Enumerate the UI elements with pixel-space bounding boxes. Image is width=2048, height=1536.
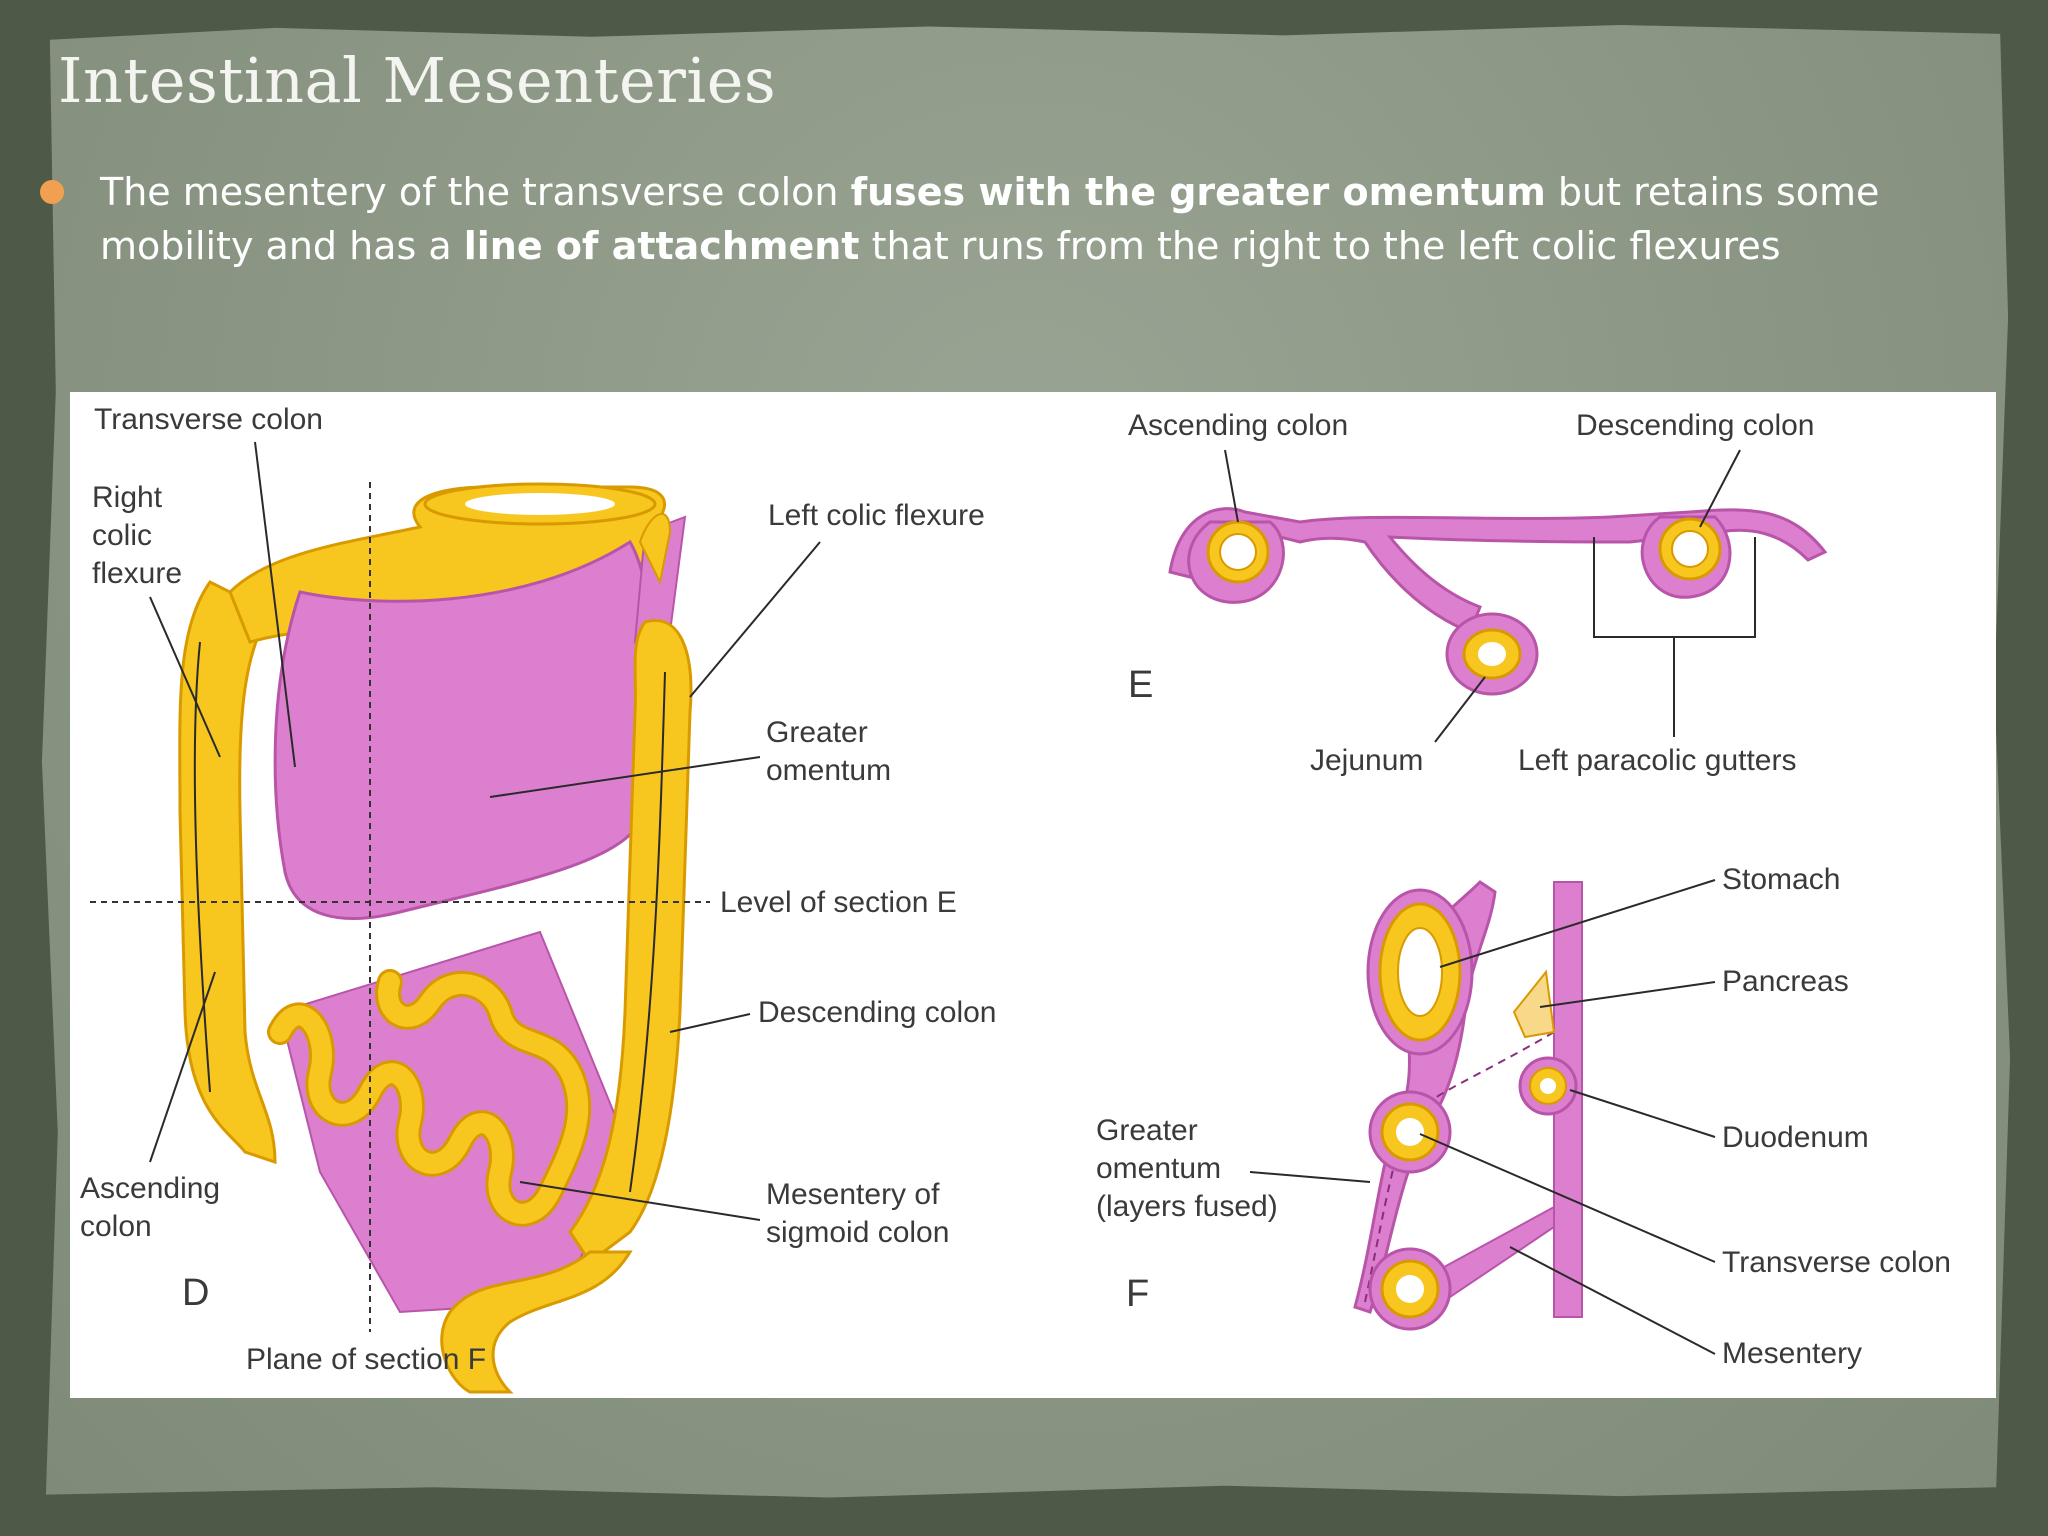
panel-e: Ascending colon Descending colon E Jejun… bbox=[1128, 409, 1828, 777]
leader-greater-omentum bbox=[489, 756, 761, 798]
bullet-text-bold1: fuses with the greater omentum bbox=[850, 170, 1546, 214]
panel-d-letter: D bbox=[182, 1272, 209, 1314]
leader-ascending-colon-e bbox=[1224, 449, 1239, 523]
label-greater-omentum-2: omentum bbox=[766, 754, 891, 787]
leader-descending-colon-e bbox=[1699, 449, 1741, 528]
panel-f-duodenum-lumen bbox=[1540, 1078, 1556, 1094]
label-mesentery: Mesentery bbox=[1722, 1337, 1862, 1370]
panel-f-small-intestine-lumen bbox=[1396, 1275, 1424, 1303]
left-colic-flexure-colon bbox=[638, 512, 672, 586]
small-intestine-coils-fill bbox=[270, 972, 589, 1224]
label-ascending-colon-2: colon bbox=[80, 1210, 152, 1243]
label-greater-omentum-1: Greater bbox=[766, 716, 868, 749]
leader-left-colic bbox=[689, 541, 821, 698]
label-duodenum: Duodenum bbox=[1722, 1121, 1869, 1154]
omentum-fused-layer-line bbox=[1364, 1031, 1555, 1303]
label-stomach: Stomach bbox=[1722, 863, 1840, 896]
label-right-colic-3: flexure bbox=[92, 557, 182, 590]
label-pancreas: Pancreas bbox=[1722, 965, 1849, 998]
label-jejunum: Jejunum bbox=[1310, 744, 1423, 777]
leader-stomach bbox=[1439, 879, 1716, 968]
label-ascending-colon-e: Ascending colon bbox=[1128, 409, 1348, 442]
label-right-colic-1: Right bbox=[92, 481, 163, 514]
label-descending-colon-e: Descending colon bbox=[1576, 409, 1815, 442]
leader-transverse-colon-f bbox=[1419, 1133, 1716, 1263]
slide-title: Intestinal Mesenteries bbox=[58, 44, 777, 117]
leader-ascending-colon bbox=[149, 971, 216, 1163]
greater-omentum-shape bbox=[273, 539, 657, 920]
panel-e-letter: E bbox=[1128, 664, 1153, 706]
transverse-colon-lumen bbox=[465, 493, 615, 515]
bullet-dot bbox=[40, 180, 64, 204]
leader-greater-omentum-f bbox=[1249, 1171, 1371, 1183]
bullet-text: The mesentery of the transverse colon fu… bbox=[100, 165, 2000, 273]
label-ascending-colon-1: Ascending bbox=[80, 1172, 220, 1205]
panel-e-jejunum-lumen bbox=[1478, 642, 1506, 666]
leader-duodenum bbox=[1569, 1089, 1716, 1138]
label-greater-omentum-f2: omentum bbox=[1096, 1152, 1221, 1185]
ascending-colon-shape bbox=[178, 580, 277, 1165]
leader-transverse-colon-d bbox=[254, 441, 296, 768]
label-descending-colon-d: Descending colon bbox=[758, 996, 997, 1029]
sigmoid-colon-shape bbox=[440, 1250, 633, 1394]
panel-e-descending-colon-lumen bbox=[1671, 530, 1709, 568]
panel-f: Stomach Pancreas Duodenum Greater omentu… bbox=[1096, 863, 1951, 1370]
label-mesentery-sigmoid-2: sigmoid colon bbox=[766, 1216, 949, 1249]
leader-pancreas bbox=[1539, 981, 1716, 1008]
ascending-colon-band bbox=[193, 641, 211, 1093]
panel-f-pancreas bbox=[1512, 969, 1556, 1039]
leader-mesentery-sigmoid bbox=[519, 1181, 761, 1221]
panel-f-transverse-colon-lumen bbox=[1396, 1118, 1424, 1146]
label-level-section-e: Level of section E bbox=[720, 886, 957, 919]
panel-d: Transverse colon Right colic flexure Lef… bbox=[80, 403, 997, 1394]
label-transverse-colon-f: Transverse colon bbox=[1722, 1246, 1951, 1279]
label-plane-section-f: Plane of section F bbox=[246, 1343, 486, 1376]
bullet-text-bold2: line of attachment bbox=[463, 224, 860, 268]
leader-descending-colon-d bbox=[669, 1013, 751, 1033]
panel-f-mesentery-stalk bbox=[1433, 1205, 1555, 1299]
leader-jejunum bbox=[1434, 676, 1486, 743]
descending-colon-band bbox=[629, 671, 666, 1193]
leader-mesentery bbox=[1509, 1246, 1716, 1355]
bullet-text-part1: The mesentery of the transverse colon bbox=[100, 170, 851, 214]
label-right-colic-2: colic bbox=[92, 519, 152, 552]
label-greater-omentum-f1: Greater bbox=[1096, 1114, 1198, 1147]
panel-f-letter: F bbox=[1126, 1273, 1149, 1315]
leader-right-colic bbox=[149, 596, 221, 758]
mesentery-figure: Transverse colon Right colic flexure Lef… bbox=[70, 392, 1996, 1398]
panel-f-stomach-lumen bbox=[1397, 927, 1443, 1017]
bullet-text-part2: but retains some mobility and has a bbox=[100, 170, 1880, 268]
label-transverse-colon-d: Transverse colon bbox=[94, 403, 323, 436]
panel-e-ascending-colon-lumen bbox=[1219, 533, 1257, 571]
bullet-text-part3: that runs from the right to the left col… bbox=[859, 224, 1781, 268]
label-mesentery-sigmoid-1: Mesentery of bbox=[766, 1178, 940, 1211]
label-greater-omentum-f3: (layers fused) bbox=[1096, 1190, 1278, 1223]
mesentery-diagram: Transverse colon Right colic flexure Lef… bbox=[80, 403, 1951, 1394]
label-left-paracolic: Left paracolic gutters bbox=[1518, 744, 1796, 777]
label-left-colic-flexure: Left colic flexure bbox=[768, 499, 985, 532]
